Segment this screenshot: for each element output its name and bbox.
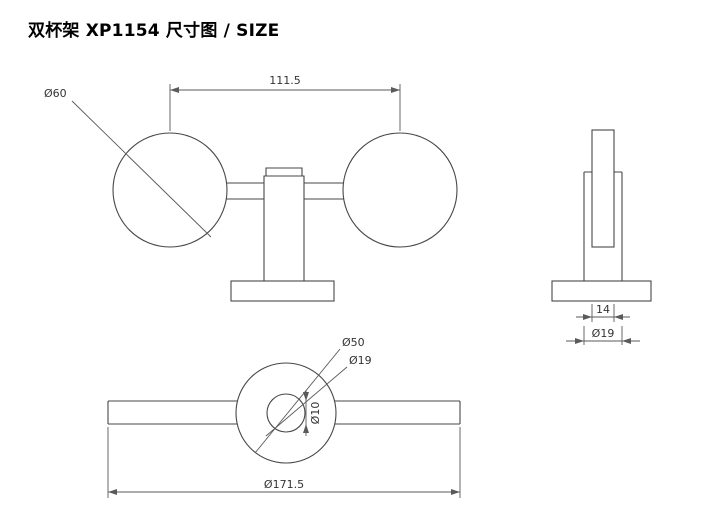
- flange-circle: [235, 362, 337, 464]
- cup-edge-profile: [591, 129, 615, 248]
- dim-hub-diameter: Ø19: [349, 354, 372, 367]
- extension-lines-post-diameter: [583, 326, 623, 345]
- post-side: [583, 171, 623, 281]
- dim-post-diameter: Ø19: [592, 327, 615, 340]
- leader-hub-diameter: [265, 366, 348, 437]
- front-view: 111.5 Ø60: [44, 74, 458, 302]
- arrowhead-up: [303, 424, 309, 433]
- hub-circle: [266, 393, 306, 433]
- arrowhead-right: [451, 489, 460, 495]
- cup-ring-left: [112, 132, 228, 248]
- leader-cup-diameter: [71, 100, 212, 238]
- arrowhead-down: [303, 392, 309, 401]
- arrowhead-right: [622, 338, 631, 344]
- arrowhead-left: [575, 338, 584, 344]
- cup-ring-right: [342, 132, 458, 248]
- arm-left: [226, 182, 264, 200]
- arrowhead-left: [108, 489, 117, 495]
- page-title: 双杯架 XP1154 尺寸图 / SIZE: [28, 21, 280, 41]
- side-view: 14 Ø19: [551, 129, 652, 345]
- bar-outline: [107, 400, 461, 425]
- leader-flange-diameter: [254, 348, 341, 454]
- dim-bar-diameter: Ø10: [309, 402, 322, 425]
- extension-lines-slot-width: [591, 304, 615, 322]
- top-view: Ø50 Ø19 Ø10 Ø171.5: [107, 336, 461, 498]
- dim-cup-diameter: Ø60: [44, 87, 67, 100]
- base-front: [230, 280, 335, 302]
- extension-lines-center-distance: [169, 84, 401, 131]
- arrowhead-left: [170, 87, 179, 93]
- arrowhead-left: [583, 314, 592, 320]
- extension-lines-overall-length: [107, 427, 461, 498]
- center-post: [263, 167, 305, 281]
- dim-slot-width: 14: [596, 303, 610, 316]
- arrowhead-right: [391, 87, 400, 93]
- arrowhead-right: [614, 314, 623, 320]
- dim-flange-diameter: Ø50: [342, 336, 365, 349]
- arm-right: [304, 182, 344, 200]
- dim-center-distance: 111.5: [269, 74, 301, 87]
- dim-overall-length: Ø171.5: [264, 478, 304, 491]
- base-side: [551, 280, 652, 302]
